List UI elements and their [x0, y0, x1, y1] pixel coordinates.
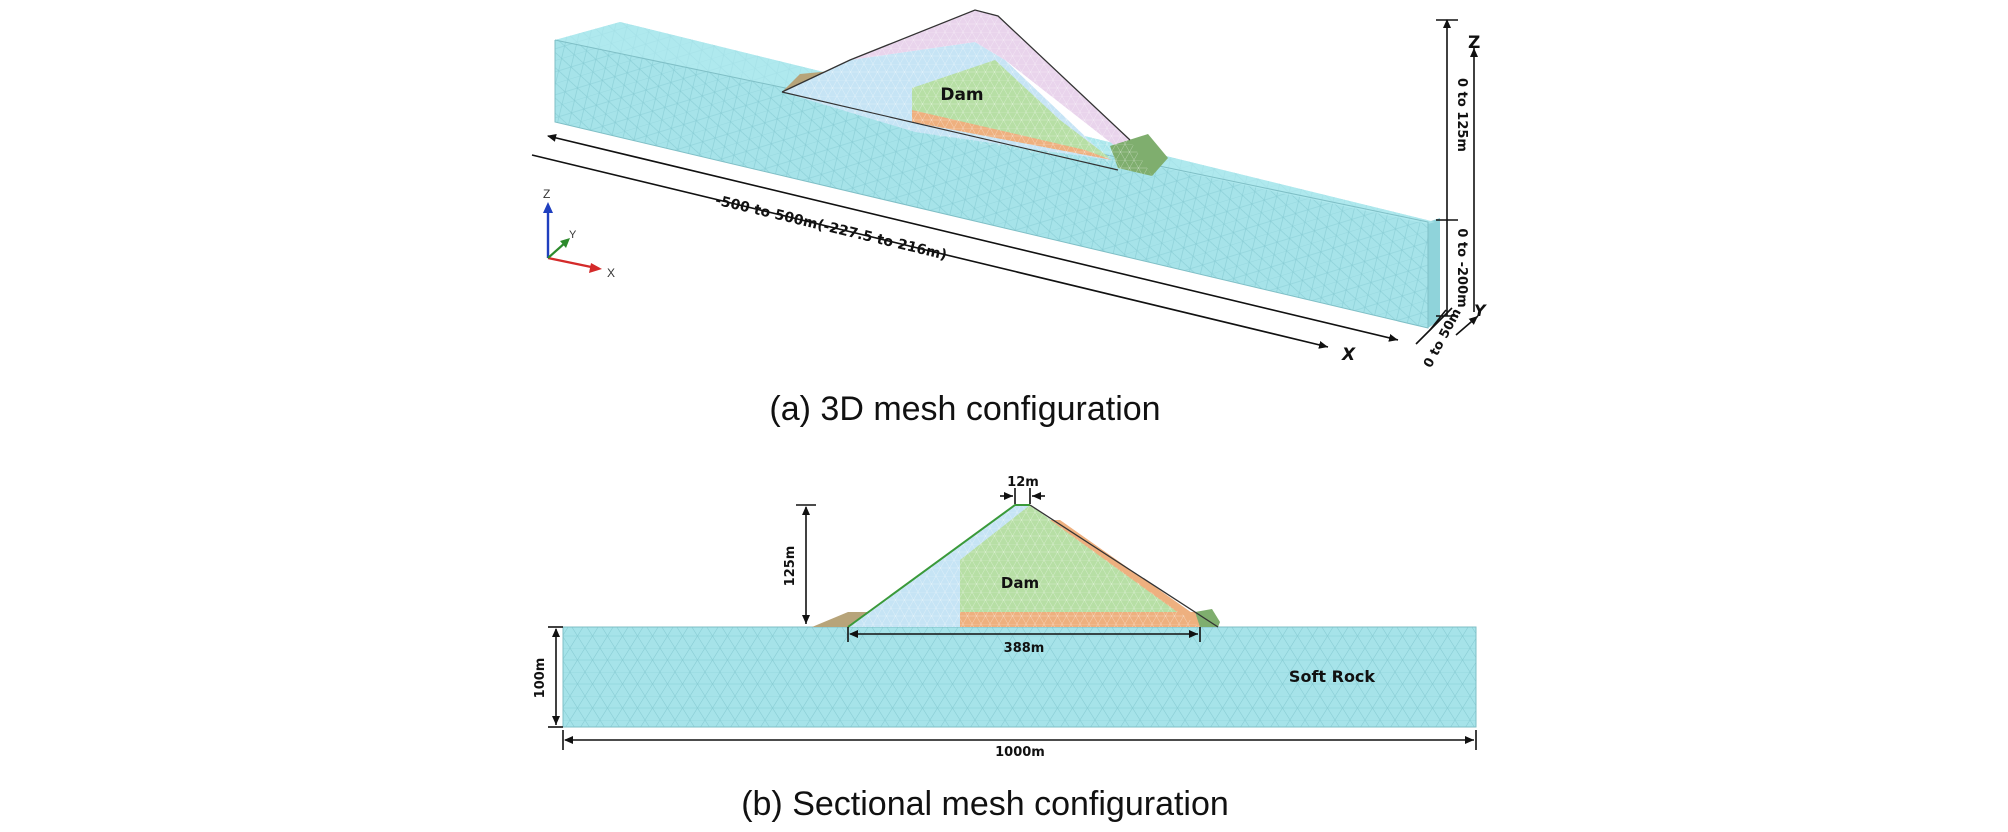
z-dimension: Z 0 to 125m 0 to -200m [1436, 19, 1480, 317]
axis-z-label: Z [1468, 33, 1480, 53]
caption-b: (b) Sectional mesh configuration [741, 785, 1229, 823]
panel-section-mesh: Soft Rock Dam 12m 125m [533, 475, 1477, 823]
dam-section: Dam [812, 504, 1220, 628]
foundation-depth-label: 100m [533, 658, 548, 699]
z-up-label: 0 to 125m [1454, 78, 1469, 152]
foundation-width-dimension: 1000m [562, 730, 1477, 760]
caption-a: (a) 3D mesh configuration [769, 390, 1160, 428]
triad-x-label: X [607, 266, 615, 280]
foundation-section: Soft Rock [562, 626, 1477, 728]
dam-label-3d: Dam [940, 85, 983, 105]
axis-x-label: X [1341, 345, 1356, 365]
dam-height-dimension: 125m [783, 504, 816, 624]
axis-triad: Z Y X [543, 187, 615, 280]
panel-3d-mesh: Dam -500 to 500m(-227.5 to 216m) X Z 0 t… [531, 9, 1487, 428]
soft-rock-label: Soft Rock [1289, 667, 1375, 686]
dam-height-label: 125m [783, 546, 798, 587]
foundation-width-label: 1000m [995, 745, 1045, 760]
dam-label-section: Dam [1001, 574, 1039, 592]
dam-base-dimension: 388m [847, 627, 1201, 656]
foundation-depth-dimension: 100m [533, 626, 563, 728]
dam-base-label: 388m [1004, 641, 1045, 656]
triad-y-label: Y [569, 229, 577, 241]
z-down-label: 0 to -200m [1454, 228, 1469, 307]
triad-z-label: Z [543, 187, 550, 201]
crest-width-label: 12m [1007, 475, 1039, 490]
crest-width-dimension: 12m [1000, 475, 1045, 504]
axis-y-label: Y [1474, 301, 1487, 320]
